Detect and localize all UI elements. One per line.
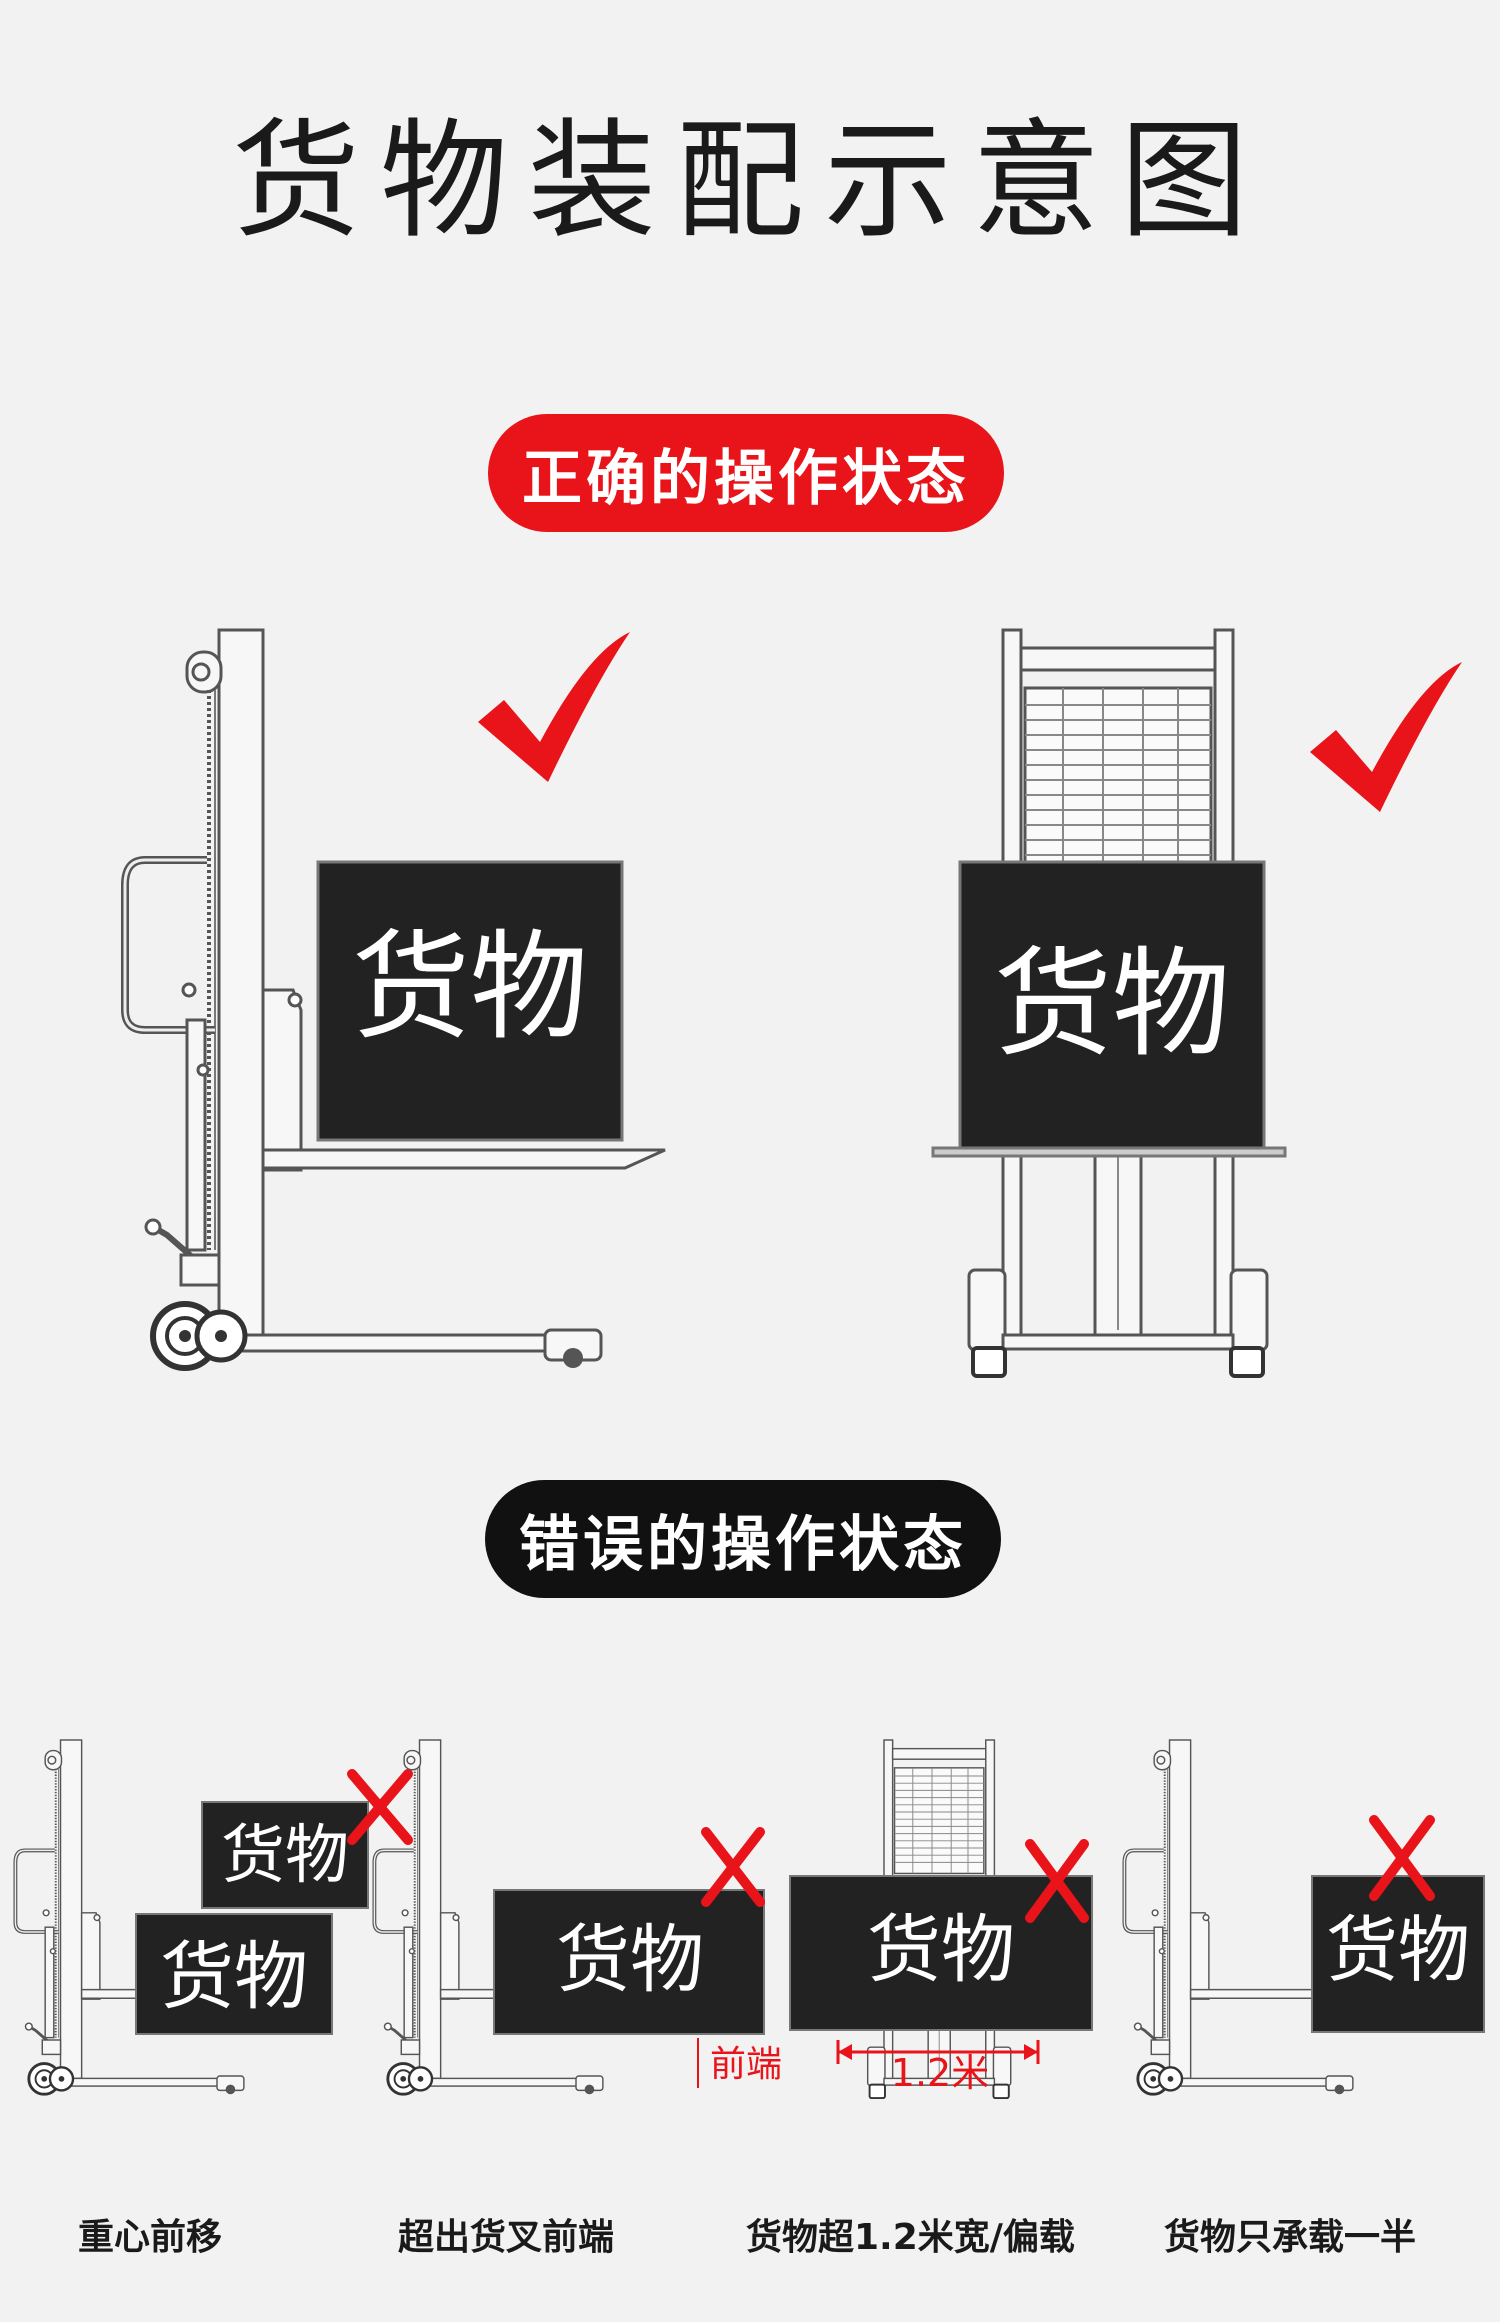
x-mark-icon [347,1769,413,1845]
cargo-box [135,1913,333,2035]
caption-exceeds-fork: 超出货叉前端 [398,2217,615,2258]
wrong-state-label: 错误的操作状态 [519,1509,967,1580]
cargo-box [958,860,1266,1150]
correct-state-badge: 正确的操作状态 [488,414,1004,532]
correct-state-label: 正确的操作状态 [522,443,970,514]
page-title: 货物装配示意图 [231,107,1268,256]
cargo-label: 货物 [994,935,1230,1073]
cargo-label: 货物 [352,918,588,1056]
cargo-label: 货物 [556,1917,704,2003]
caption-half-load: 货物只承载一半 [1164,2217,1417,2258]
cargo-label: 货物 [867,1907,1015,1993]
cargo-label: 货物 [160,1934,308,2020]
x-mark-icon [1369,1815,1435,1901]
front-end-label: 前端 [710,2044,782,2085]
check-mark-icon [1310,662,1462,812]
x-mark-icon [701,1827,765,1907]
cargo-box [316,860,624,1142]
cargo-label: 货物 [1326,1908,1470,1992]
cargo-box [493,1889,765,2035]
width-dimension [836,2040,1040,2064]
caption-gravity-forward: 重心前移 [78,2217,223,2258]
cargo-box [1311,1875,1485,2033]
cargo-box [201,1801,369,1909]
caption-over-width: 货物超1.2米宽/偏载 [746,2217,1075,2258]
wrong-state-badge: 错误的操作状态 [485,1480,1001,1598]
cargo-label: 货物 [221,1819,349,1893]
check-mark-icon [478,632,630,782]
x-mark-icon [1025,1839,1089,1923]
width-label: 1.2米 [891,2051,989,2095]
